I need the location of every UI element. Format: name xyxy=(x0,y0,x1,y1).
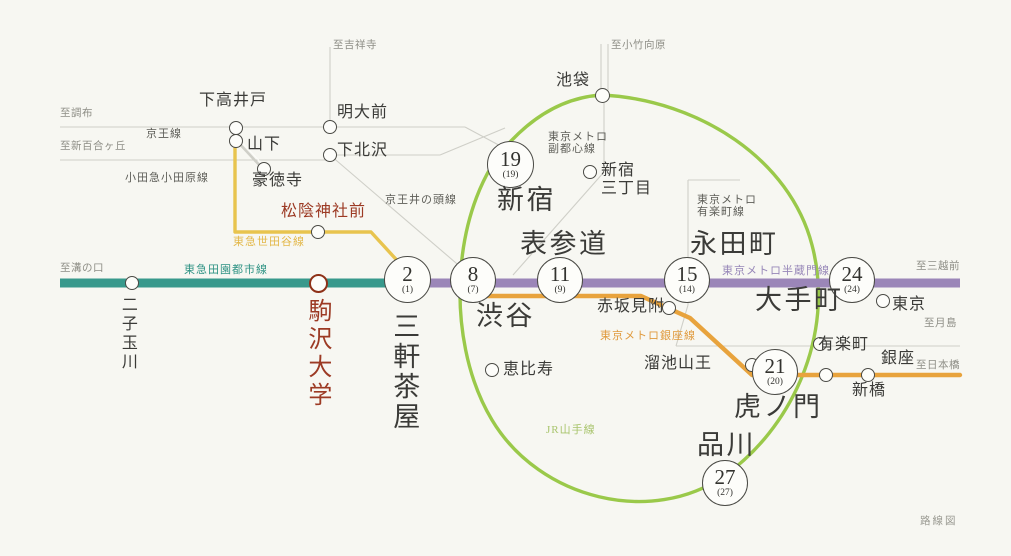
station-label-nagatacho: 永田町 xyxy=(690,229,779,259)
station-marker-shibuya[interactable]: 8 (7) xyxy=(450,257,496,303)
map-caption: 路線図 xyxy=(920,516,958,527)
station-label-shimokitazawa: 下北沢 xyxy=(337,142,389,159)
station-label-shibuya: 渋谷 xyxy=(476,301,535,331)
station-label-komazawadaigaku: 駒沢大学 xyxy=(303,298,330,410)
line-label-keio: 京王線 xyxy=(146,128,182,140)
station-dot-tokyo[interactable] xyxy=(876,294,890,308)
station-label-shinagawa: 品川 xyxy=(697,430,756,460)
station-number: 24 xyxy=(841,262,863,287)
station-subnumber: (7) xyxy=(467,285,479,296)
destination-nihonbashi: 至日本橋 xyxy=(916,360,960,371)
station-subnumber: (27) xyxy=(717,488,733,499)
station-label-yamashita: 山下 xyxy=(247,136,282,153)
destination-mizonokuchi: 至溝の口 xyxy=(60,263,104,274)
station-number: 15 xyxy=(676,262,698,287)
station-marker-toranomon[interactable]: 21 (20) xyxy=(752,349,798,395)
station-label-otemachi: 大手町 xyxy=(755,285,844,315)
station-number: 2 xyxy=(402,261,413,286)
station-marker-shinagawa[interactable]: 27 (27) xyxy=(702,460,748,506)
station-label-shinjuku: 新宿 xyxy=(497,185,556,215)
station-label-omotesando: 表参道 xyxy=(520,229,609,259)
station-dot-ginza[interactable] xyxy=(861,368,875,382)
station-dot-futakotamagawa[interactable] xyxy=(125,276,139,290)
line-label-den-en-toshi: 東急田園都市線 xyxy=(184,264,268,276)
station-number: 27 xyxy=(714,465,736,490)
station-marker-otemachi[interactable]: 24 (24) xyxy=(829,257,875,303)
station-dot-yamashita[interactable] xyxy=(229,134,243,148)
station-label-ebisu: 恵比寿 xyxy=(503,361,555,378)
station-number: 19 xyxy=(500,146,521,171)
destination-chofu: 至調布 xyxy=(60,108,93,119)
station-label-akasakamitsuke: 赤坂見附 xyxy=(597,298,666,315)
station-label-sangenjaya: 三軒茶屋 xyxy=(389,312,420,432)
line-label-fukutoshin: 東京メトロ 副都心線 xyxy=(548,131,608,156)
station-dot-shimotakaido[interactable] xyxy=(229,121,243,135)
station-label-shinjukusanchome: 新宿 三丁目 xyxy=(601,162,653,197)
station-marker-shinjuku[interactable]: 19 (19) xyxy=(487,141,534,188)
station-dot-shimbashi[interactable] xyxy=(819,368,833,382)
station-dot-meidaimae[interactable] xyxy=(323,120,337,134)
station-subnumber: (20) xyxy=(767,377,783,388)
line-label-hanzomon: 東京メトロ半蔵門線 xyxy=(722,265,830,277)
line-label-yurakucho: 東京メトロ 有楽町線 xyxy=(697,194,757,219)
station-subnumber: (24) xyxy=(844,285,860,296)
station-dot-shinjukusanchome[interactable] xyxy=(583,165,597,179)
station-marker-omotesando[interactable]: 11 (9) xyxy=(537,257,583,303)
station-label-tokyo: 東京 xyxy=(892,296,927,313)
station-label-gotokuji: 豪徳寺 xyxy=(252,172,304,189)
station-dot-yurakucho[interactable] xyxy=(813,337,827,351)
station-label-shimotakaido: 下高井戸 xyxy=(199,92,268,109)
station-dot-ikebukuro[interactable] xyxy=(595,88,610,103)
station-number: 21 xyxy=(764,354,786,379)
line-label-odakyu: 小田急小田原線 xyxy=(125,172,209,184)
line-label-setagaya: 東急世田谷線 xyxy=(233,236,305,248)
station-dot-gotokuji[interactable] xyxy=(257,162,271,176)
destination-shinyurigaoka: 至新百合ヶ丘 xyxy=(60,141,126,152)
destination-kotakemukaihara: 至小竹向原 xyxy=(611,40,666,51)
station-label-shimbashi: 新橋 xyxy=(852,382,887,399)
station-dot-shoinjinjamae[interactable] xyxy=(311,225,325,239)
destination-mitsukoshimae: 至三越前 xyxy=(916,261,960,272)
station-label-toranomon: 虎ノ門 xyxy=(734,392,823,422)
station-number: 11 xyxy=(549,262,571,287)
destination-tsukishima: 至月島 xyxy=(924,318,957,329)
line-label-ginza: 東京メトロ銀座線 xyxy=(600,330,696,342)
destination-kichijoji: 至吉祥寺 xyxy=(333,40,377,51)
station-marker-nagatacho[interactable]: 15 (14) xyxy=(664,257,710,303)
station-dot-akasakamitsuke[interactable] xyxy=(662,301,676,315)
station-subnumber: (9) xyxy=(554,285,566,296)
station-subnumber: (1) xyxy=(401,284,414,295)
station-subnumber: (14) xyxy=(679,285,695,296)
station-label-meidaimae: 明大前 xyxy=(337,104,389,121)
station-dot-shimokitazawa[interactable] xyxy=(323,148,337,162)
line-label-inokashira: 京王井の頭線 xyxy=(385,194,457,206)
station-label-futakotamagawa: 二子玉川 xyxy=(118,296,136,372)
line-label-yamanote: JR山手線 xyxy=(546,424,596,436)
station-marker-sangenjaya[interactable]: 2 (1) xyxy=(384,256,431,303)
line-yamashita-gotokuji-inner xyxy=(238,138,265,167)
station-dot-ebisu[interactable] xyxy=(485,363,499,377)
station-label-tameikesanno: 溜池山王 xyxy=(644,355,713,372)
station-label-shoinjinjamae: 松陰神社前 xyxy=(281,203,367,220)
station-subnumber: (19) xyxy=(502,169,519,180)
station-dot-komazawadaigaku[interactable] xyxy=(309,274,328,293)
line-setagaya xyxy=(233,125,406,270)
station-label-yurakucho: 有楽町 xyxy=(818,336,870,353)
station-label-ikebukuro: 池袋 xyxy=(556,72,591,89)
station-label-ginza: 銀座 xyxy=(881,350,916,367)
station-number: 8 xyxy=(467,262,479,287)
